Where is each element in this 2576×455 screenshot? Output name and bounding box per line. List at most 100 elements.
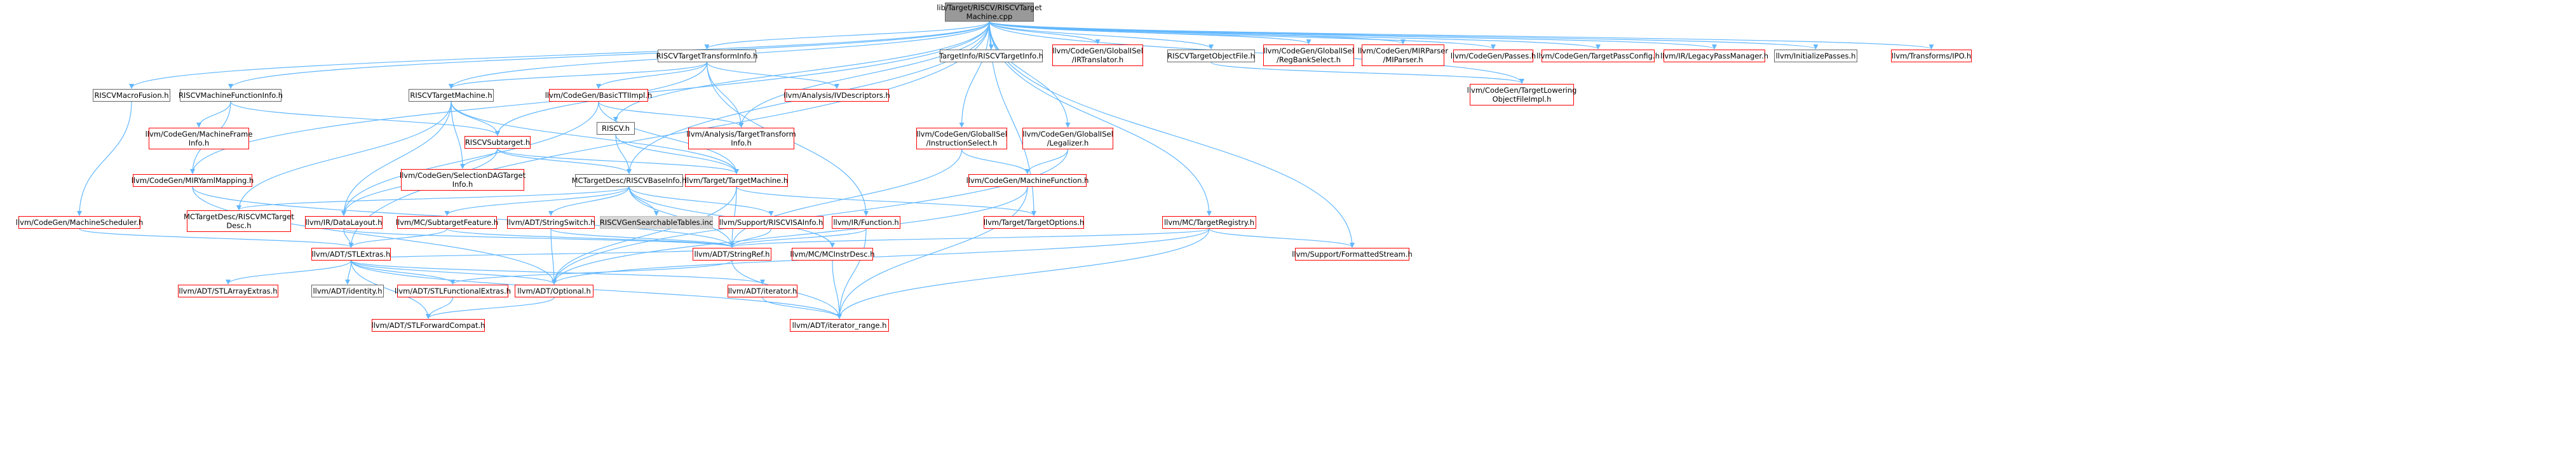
edge-riscv_machine_function_info-to-riscv_subtarget	[230, 101, 500, 136]
machine-scheduler-node[interactable]: llvm/CodeGen/MachineScheduler.h	[16, 216, 143, 229]
edge-root-to-riscv_target_object_file	[989, 21, 1214, 50]
edge-adt_stl_functional_extras-to-adt_stl_forward_compat	[426, 297, 454, 319]
edge-riscv_target_machine-to-target_machine	[451, 101, 739, 174]
edge-riscv_target_machine-to-mc_riscv_mc_target_desc	[236, 101, 452, 210]
mc-target-registry-node[interactable]: llvm/MC/TargetRegistry.h	[1162, 216, 1256, 229]
edge-riscv_target_transform_info-to-basic_tti_impl	[596, 62, 708, 89]
mc-riscv-base-info-node[interactable]: MCTargetDesc/RISCVBaseInfo.h	[572, 174, 686, 187]
adt-string-switch-node[interactable]: llvm/ADT/StringSwitch.h	[506, 216, 595, 229]
edge-ir_function-to-adt_string_ref	[729, 228, 867, 248]
edge-globalisel_instruction_select-to-adt_string_ref	[729, 149, 963, 248]
adt-iterator-node[interactable]: llvm/ADT/iterator.h	[728, 285, 797, 297]
adt-stl-functional-extras-node[interactable]: llvm/ADT/STLFunctionalExtras.h	[395, 285, 511, 297]
basic-tti-impl-node[interactable]: llvm/CodeGen/BasicTTIImpl.h	[545, 89, 652, 102]
targetinfo-riscv-node[interactable]: TargetInfo/RISCVTargetInfo.h	[939, 50, 1043, 62]
target-machine-node[interactable]: llvm/Target/TargetMachine.h	[685, 174, 788, 187]
edge-adt_iterator-to-adt_iterator_range	[762, 297, 842, 319]
edge-target_machine-to-target_options	[736, 186, 1036, 216]
edge-adt_string_switch-to-adt_string_ref	[550, 228, 735, 248]
edge-adt_stl_extras-to-adt_stl_forward_compat	[350, 260, 431, 319]
edge-adt_string_ref-to-adt_stl_extras	[348, 247, 733, 261]
edge-mc_target_registry-to-adt_iterator_range	[837, 228, 1210, 319]
riscv-target-machine-node[interactable]: RISCVTargetMachine.h	[409, 89, 494, 102]
legacy-pass-manager-node[interactable]: llvm/IR/LegacyPassManager.h	[1660, 50, 1768, 62]
edge-ir_function-to-adt_iterator_range	[837, 228, 867, 319]
searchable-tables-node[interactable]: RISCVGenSearchableTables.inc	[600, 216, 713, 229]
edge-basic_tti_impl-to-target_machine	[598, 101, 739, 174]
edge-mc_riscv_base_info-to-mc_subtarget_feature	[444, 186, 630, 216]
adt-stl-extras-node[interactable]: llvm/ADT/STLExtras.h	[311, 248, 391, 261]
adt-identity-node[interactable]: llvm/ADT/identity.h	[311, 285, 384, 297]
edge-adt_string_switch-to-adt_optional	[550, 228, 557, 285]
edge-riscv_target_transform_info-to-analysis_tti	[706, 62, 744, 128]
edge-riscv_subtarget-to-target_machine	[497, 148, 739, 174]
edge-root-to-riscv_machine_function_info	[228, 21, 990, 89]
edge-adt_stl_extras-to-adt_iterator	[350, 260, 765, 285]
riscv-h-node[interactable]: RISCV.h	[597, 122, 635, 135]
target-options-node[interactable]: llvm/Target/TargetOptions.h	[984, 216, 1084, 229]
mir-yaml-mapping-node[interactable]: llvm/CodeGen/MIRYamlMapping.h	[132, 174, 254, 187]
edge-root-to-riscv_h	[613, 21, 990, 122]
ir-data-layout-node[interactable]: llvm/IR/DataLayout.h	[305, 216, 383, 229]
edge-adt_stl_extras-to-adt_iterator_range	[350, 260, 842, 319]
adt-optional-node[interactable]: llvm/ADT/Optional.h	[515, 285, 593, 297]
edge-basic_tti_impl-to-ir_data_layout	[341, 101, 599, 216]
support-riscvisainfo-node[interactable]: llvm/Support/RISCVISAInfo.h	[719, 216, 824, 229]
edge-root-to-mirparser	[989, 21, 1406, 44]
edge-root-to-initialize_passes	[989, 21, 1819, 50]
edge-adt_stl_extras-to-adt_identity	[345, 260, 352, 285]
edge-root-to-codegen_passes	[989, 21, 1496, 50]
riscv-macro-fusion-node[interactable]: RISCVMacroFusion.h	[93, 89, 170, 102]
edge-basic_tti_impl-to-analysis_tti	[598, 101, 744, 128]
mc-subtarget-feature-node[interactable]: llvm/MC/SubtargetFeature.h	[396, 216, 498, 229]
analysis-tti-node[interactable]: llvm/Analysis/TargetTransform Info.h	[686, 128, 796, 149]
machine-function-node[interactable]: llvm/CodeGen/MachineFunction.h	[966, 174, 1088, 187]
target-pass-config-node[interactable]: llvm/CodeGen/TargetPassConfig.h	[1536, 50, 1660, 62]
edge-riscv_target_machine-to-selection_dag_target_info	[451, 101, 465, 169]
edge-globalisel_instruction_select-to-machine_function	[961, 149, 1030, 174]
edge-adt_stl_extras-to-adt_stl_array_extras	[226, 260, 352, 285]
root-file-node[interactable]: lib/Target/RISCV/RISCVTarget Machine.cpp	[937, 3, 1042, 22]
riscv-target-object-file-node[interactable]: RISCVTargetObjectFile.h	[1167, 50, 1255, 62]
initialize-passes-node[interactable]: llvm/InitializePasses.h	[1774, 50, 1857, 62]
edge-root-to-riscv_target_transform_info	[704, 21, 990, 50]
mc-instr-desc-node[interactable]: llvm/MC/MCInstrDesc.h	[790, 248, 875, 261]
riscv-target-transform-info-node[interactable]: RISCVTargetTransformInfo.h	[656, 50, 757, 62]
selection-dag-target-info-node[interactable]: llvm/CodeGen/SelectionDAGTarget Info.h	[400, 169, 525, 191]
adt-iterator-range-node[interactable]: llvm/ADT/iterator_range.h	[790, 319, 889, 332]
adt-stl-array-extras-node[interactable]: llvm/ADT/STLArrayExtras.h	[178, 285, 278, 297]
edge-adt_stl_extras-to-adt_optional	[350, 260, 557, 285]
adt-stl-forward-compat-node[interactable]: llvm/ADT/STLForwardCompat.h	[372, 319, 485, 332]
edge-adt_stl_extras-to-adt_stl_functional_extras	[350, 260, 456, 285]
codegen-passes-node[interactable]: llvm/CodeGen/Passes.h	[1451, 50, 1536, 62]
riscv-subtarget-node[interactable]: RISCVSubtarget.h	[464, 136, 531, 149]
mirparser-node[interactable]: llvm/CodeGen/MIRParser /MIParser.h	[1358, 44, 1448, 66]
edge-root-to-globalisel_irtranslator	[989, 21, 1101, 44]
mc-riscv-mc-target-desc-node[interactable]: MCTargetDesc/RISCVMCTarget Desc.h	[184, 210, 294, 232]
edge-riscv_machine_function_info-to-machine_frame_info	[196, 101, 231, 128]
ir-function-node[interactable]: llvm/IR/Function.h	[832, 216, 900, 229]
edge-machine_function-to-adt_optional	[552, 186, 1028, 285]
formatted-stream-node[interactable]: llvm/Support/FormattedStream.h	[1292, 248, 1413, 261]
edge-machine_function-to-adt_iterator_range	[837, 186, 1028, 319]
edge-mc_subtarget_feature-to-adt_stl_extras	[348, 228, 448, 248]
adt-string-ref-node[interactable]: llvm/ADT/StringRef.h	[693, 248, 771, 261]
transforms-ipo-node[interactable]: llvm/Transforms/IPO.h	[1891, 50, 1972, 62]
globalisel-legalizer-node[interactable]: llvm/CodeGen/GlobalISel /Legalizer.h	[1022, 128, 1113, 149]
iv-descriptors-node[interactable]: llvm/Analysis/IVDescriptors.h	[783, 89, 890, 102]
edge-riscv_target_machine-to-ir_data_layout	[341, 101, 452, 216]
machine-frame-info-node[interactable]: llvm/CodeGen/MachineFrame Info.h	[146, 128, 252, 149]
edge-mc_target_registry-to-adt_string_ref	[729, 228, 1210, 248]
globalisel-instruction-select-node[interactable]: llvm/CodeGen/GlobalISel /InstructionSele…	[916, 128, 1007, 149]
riscv-machine-function-info-node[interactable]: RISCVMachineFunctionInfo.h	[179, 89, 283, 102]
edge-riscv_subtarget-to-selection_dag_target_info	[460, 148, 498, 169]
edge-riscv_h-to-mc_riscv_base_info	[615, 134, 632, 174]
globalisel-regbankselect-node[interactable]: llvm/CodeGen/GlobalISel /RegBankSelect.h	[1263, 44, 1354, 66]
edge-riscv_target_transform_info-to-riscv_target_machine	[449, 62, 708, 89]
edge-globalisel_legalizer-to-machine_function	[1025, 149, 1069, 174]
edge-root-to-riscv_macro_fusion	[129, 21, 990, 89]
edge-mc_target_registry-to-formatted_stream	[1209, 228, 1355, 248]
tlof-impl-node[interactable]: llvm/CodeGen/TargetLowering ObjectFileIm…	[1467, 84, 1576, 105]
edge-riscv_target_machine-to-riscv_subtarget	[451, 101, 500, 136]
globalisel-irtranslator-node[interactable]: llvm/CodeGen/GlobalISel /IRTranslator.h	[1052, 44, 1143, 66]
